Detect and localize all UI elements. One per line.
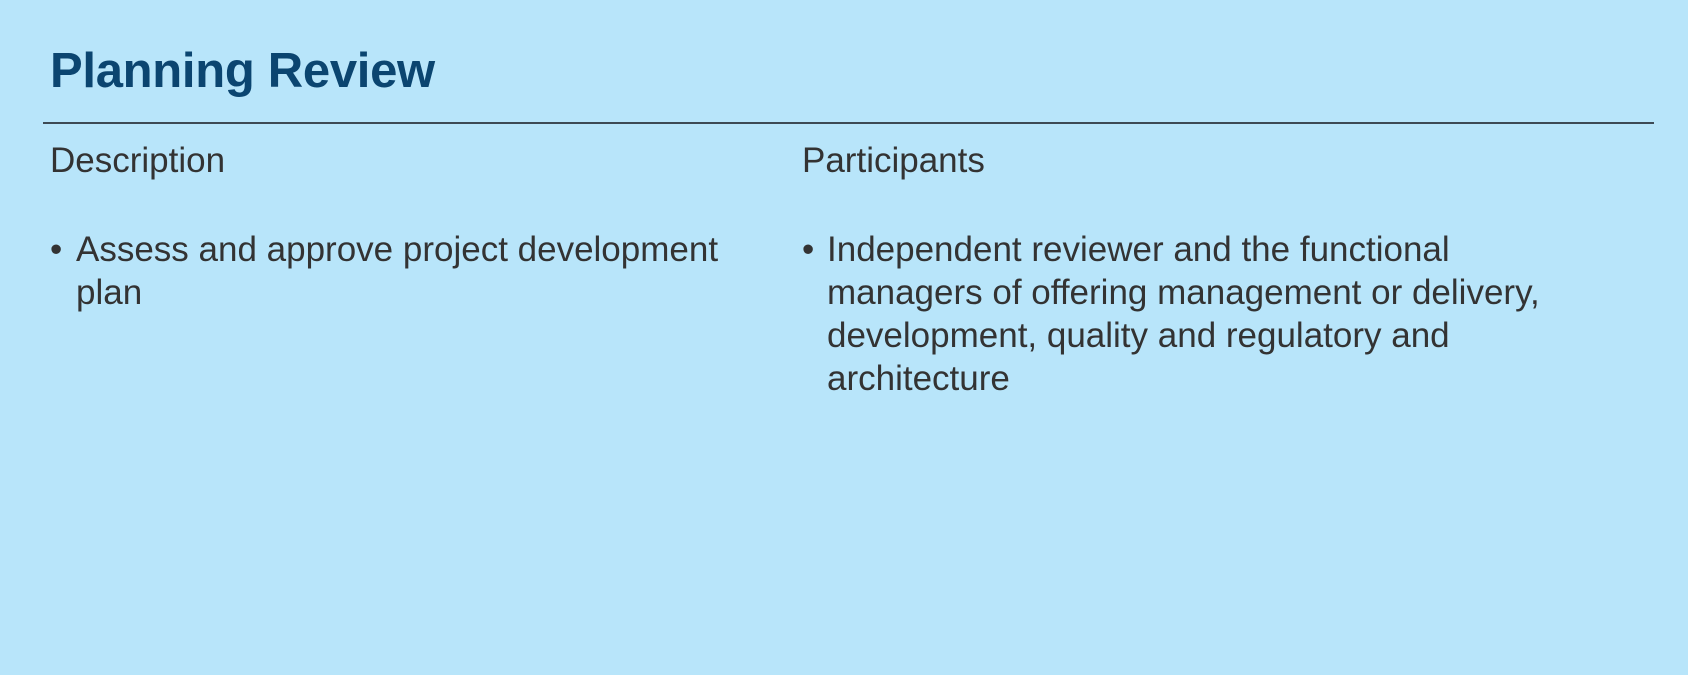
list-item: • Assess and approve project development…: [50, 228, 770, 314]
bullet-icon: •: [50, 230, 63, 269]
participants-list: • Independent reviewer and the functiona…: [802, 228, 1542, 400]
participants-heading: Participants: [802, 141, 985, 180]
list-item-text: Assess and approve project development p…: [76, 230, 719, 312]
page-title: Planning Review: [50, 44, 435, 98]
title-divider: [43, 122, 1654, 124]
list-item: • Independent reviewer and the functiona…: [802, 228, 1542, 400]
description-column: Description • Assess and approve project…: [50, 137, 770, 312]
bullet-icon: •: [802, 230, 815, 269]
list-item-text: Independent reviewer and the functional …: [827, 230, 1540, 398]
participants-column: Participants • Independent reviewer and …: [802, 137, 1542, 398]
description-heading: Description: [50, 141, 226, 180]
description-list: • Assess and approve project development…: [50, 228, 770, 314]
